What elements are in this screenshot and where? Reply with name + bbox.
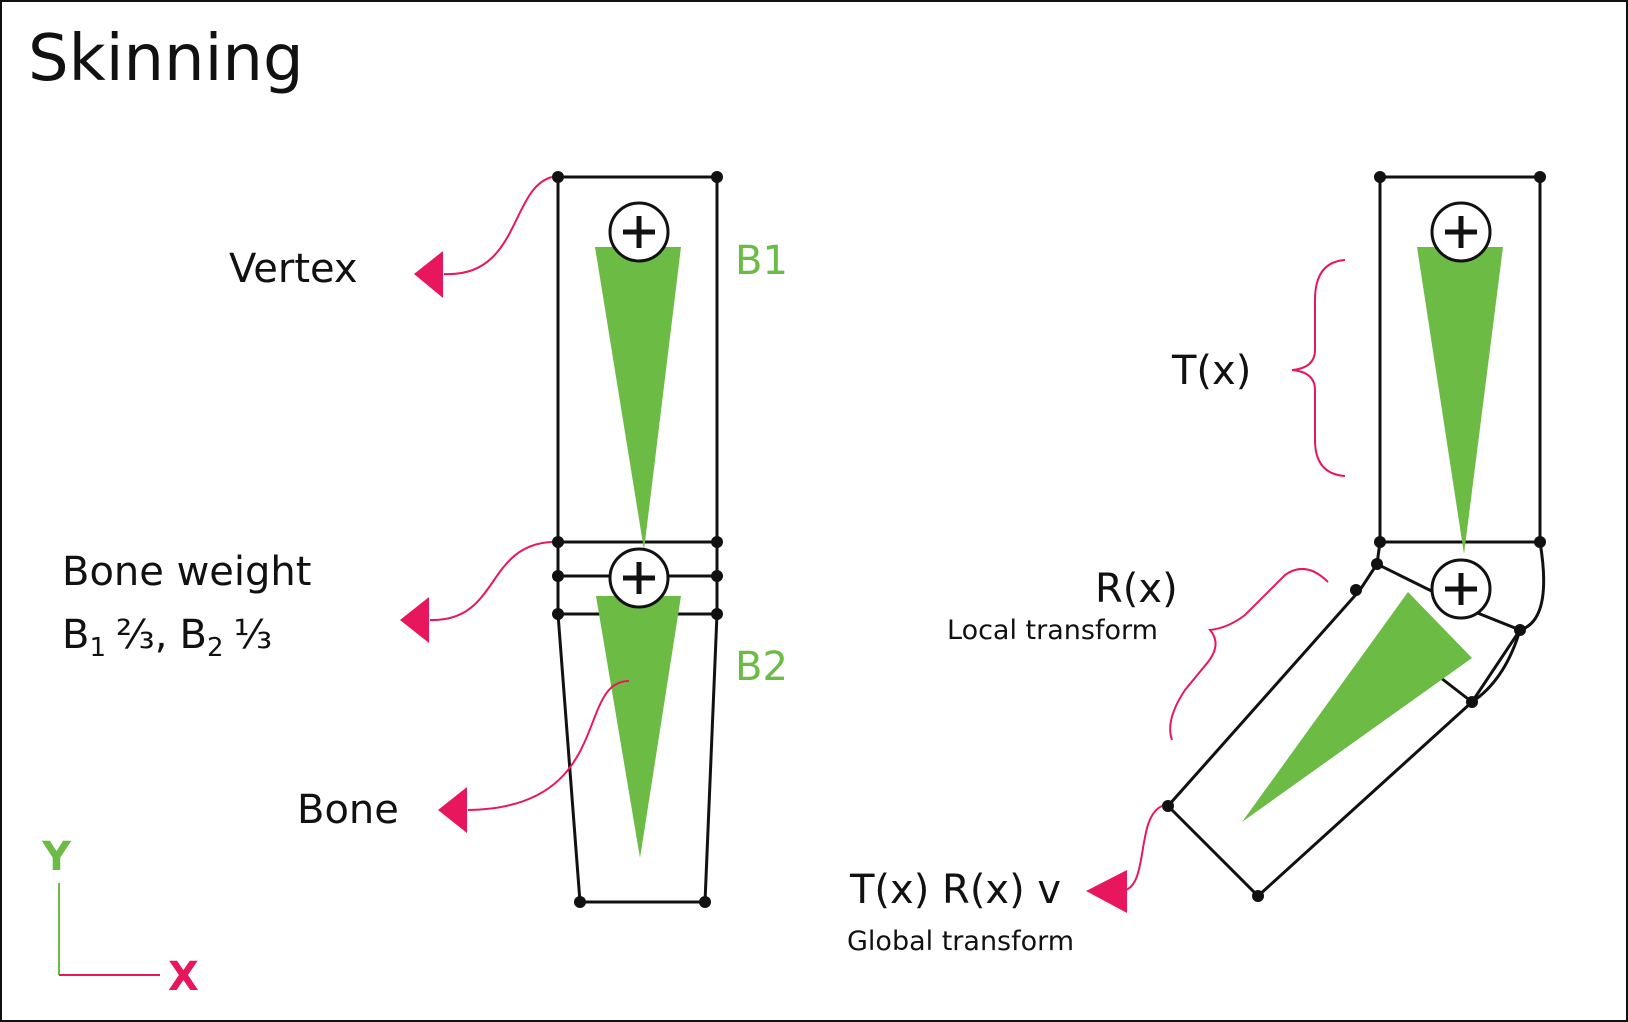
- bone-b2: [596, 596, 681, 858]
- segment-inner-line: [1440, 676, 1473, 704]
- bone-pointer-line: [467, 680, 630, 811]
- y-axis-label: Y: [41, 834, 72, 880]
- b2-label: B2: [735, 644, 788, 690]
- bone-upper-right: [1417, 247, 1503, 554]
- arrowhead-icon: [400, 597, 429, 643]
- arrowhead-icon: [414, 251, 443, 298]
- x-axis-label: X: [168, 954, 199, 1000]
- upper-segment-box: [1378, 175, 1542, 544]
- global-pointer-line: [1121, 805, 1163, 892]
- global-formula-label: T(x) R(x) v: [849, 867, 1061, 913]
- local-transform-label: Local transform: [947, 615, 1158, 646]
- right-vertices: [1162, 171, 1546, 902]
- plus-circle-icon: [608, 201, 670, 263]
- b1-label: B1: [735, 238, 788, 284]
- bone-weight-label: Bone weight: [62, 549, 311, 595]
- arrowhead-icon: [438, 787, 467, 833]
- axes-indicator: Y X: [41, 834, 199, 1000]
- upper-segment-box: [556, 175, 719, 544]
- right-figure: T(x) R(x) Local transform T(x) R(x) v Gl…: [847, 171, 1546, 957]
- plus-circle-icon: [1430, 201, 1492, 263]
- vertex-pointer-line: [443, 176, 553, 276]
- bone-weight-pointer-line: [429, 541, 553, 622]
- joint-curve-lower: [1471, 629, 1522, 704]
- translation-label: T(x): [1171, 348, 1251, 394]
- arrowhead-icon: [1086, 870, 1127, 913]
- page-title: Skinning: [28, 22, 304, 96]
- rotation-label: R(x): [1095, 566, 1178, 612]
- translation-brace: [1291, 259, 1346, 477]
- plus-circle-icon: [1430, 558, 1492, 620]
- rotation-brace: [1169, 567, 1329, 741]
- bone-b1: [595, 247, 681, 550]
- joint-curve-upper: [1519, 541, 1546, 632]
- plus-circle-icon: [608, 547, 670, 609]
- left-vertices: [552, 171, 723, 908]
- global-transform-label: Global transform: [847, 926, 1074, 957]
- bone-label: Bone: [297, 787, 399, 833]
- bone-lower-right: [1242, 592, 1472, 822]
- vertex-label: Vertex: [229, 246, 358, 292]
